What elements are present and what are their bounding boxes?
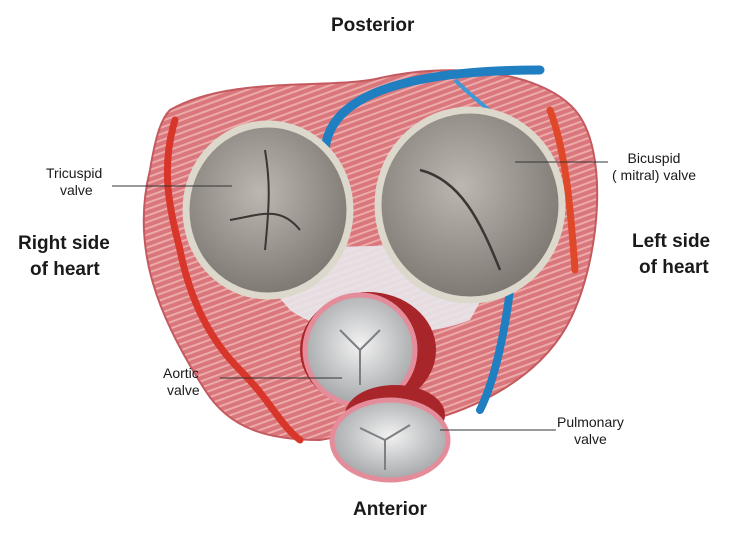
aortic-line1: Aortic <box>163 365 199 381</box>
tricuspid-line2: valve <box>60 182 93 198</box>
coronary-artery-right <box>546 106 579 274</box>
coronary-vein-lower <box>476 286 514 414</box>
mitral-label: Bicuspid ( mitral) valve <box>612 150 696 184</box>
left-side-line2: of heart <box>639 257 709 278</box>
pulmonary-valve-shape <box>329 397 451 483</box>
left-side-line1: Left side <box>632 231 711 252</box>
tricuspid-label: Tricuspid valve <box>46 165 102 199</box>
anterior-label: Anterior <box>353 499 427 520</box>
right-side-label: Right side of heart <box>18 231 110 283</box>
tricuspid-line1: Tricuspid <box>46 165 103 181</box>
mitral-line1: Bicuspid <box>627 150 681 166</box>
right-side-line1: Right side <box>18 233 110 254</box>
left-side-label: Left side of heart <box>632 229 710 281</box>
pulmonary-line1: Pulmonary <box>557 414 624 430</box>
aortic-label: Aortic valve <box>163 365 200 399</box>
coronary-artery-left <box>163 116 304 444</box>
mitral-valve-shape <box>374 106 566 304</box>
aortic-line2: valve <box>167 382 200 398</box>
right-side-line2: of heart <box>30 259 100 280</box>
pulmonary-label: Pulmonary valve <box>557 414 624 448</box>
pulmonary-line2: valve <box>574 431 607 447</box>
mitral-line2: ( mitral) valve <box>612 167 697 183</box>
coronary-vein <box>320 65 545 155</box>
leader-lines <box>112 161 608 431</box>
posterior-label: Posterior <box>331 15 415 36</box>
